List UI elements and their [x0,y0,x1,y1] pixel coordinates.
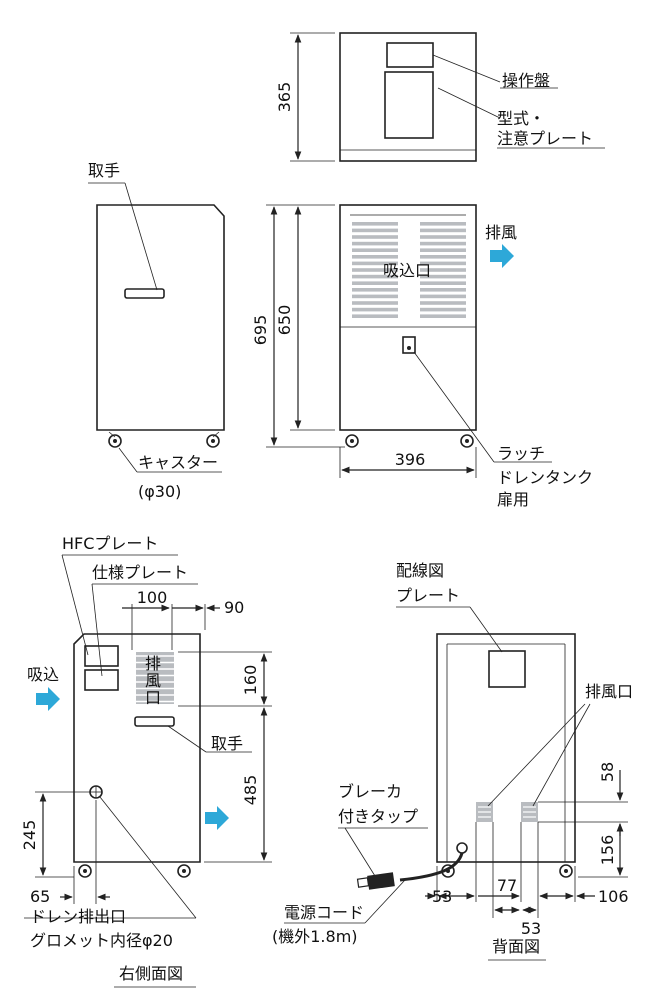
grille-slat [352,255,398,259]
grille-slat [420,307,466,312]
dim-90: 90 [224,598,244,617]
grille-slat [352,235,398,239]
grille-slat [420,301,466,305]
back-view: 配線図 プレート 排風口 ブレーカ 付きタップ 電源コード (機外1.8m) 5… [272,561,633,961]
title-back-view: 背面図 [492,937,540,956]
grille-slat [352,228,398,233]
label-model-plate-2: 注意プレート [497,129,593,148]
control-panel [386,42,434,68]
label-handle-side: 取手 [211,734,243,753]
grille-slat [352,248,398,252]
grille-slat [352,222,398,226]
grille-slat [420,241,466,246]
side-view-small: 取手 キャスター (φ30) [88,161,225,501]
grille-slat [352,261,398,266]
label-latch-2: ドレンタンク [497,468,593,487]
grille-slat [420,255,466,259]
label-cord-2: (機外1.8m) [272,927,358,946]
dim-156: 156 [598,835,617,866]
dim-485: 485 [241,775,260,806]
grille-slat [352,307,398,312]
grille-slat [420,261,466,266]
label-exhaust-v1: 排 [145,654,161,673]
top-view: 365 操作盤 型式・ 注意プレート [275,32,605,162]
exhaust-arrow [490,244,514,268]
dim-650: 650 [275,305,294,336]
grille-slat [352,294,398,299]
label-handle-small: 取手 [88,161,120,180]
dim-58: 58 [598,762,617,782]
label-latch-3: 扉用 [497,490,529,509]
dim-65: 65 [30,887,50,906]
label-latch-1: ラッチ [497,444,545,463]
label-breaker-1: ブレーカ [338,782,402,801]
side-handle [124,288,165,299]
grille-slat [352,314,398,318]
dim-396: 396 [395,450,426,469]
power-cord [399,852,464,882]
dim-53-right: 53 [521,919,541,938]
side-body [96,204,225,431]
grille-slat [420,281,466,285]
exhaust-arrow-side [205,806,229,830]
dim-100: 100 [137,588,168,607]
label-control-panel: 操作盤 [502,71,550,90]
dim-53-left: 53 [432,887,452,906]
grille-slat [352,241,398,246]
label-exhaust-back: 排風口 [585,682,633,701]
grille-slat [352,268,398,272]
right-side-handle [134,716,175,727]
intake-arrow [36,687,60,711]
grille-slat [420,248,466,252]
grille-slat [420,288,466,292]
label-caster-1: キャスター [138,453,218,472]
grille-slat [352,288,398,292]
label-hfc-plate: HFCプレート [62,534,158,553]
label-breaker-2: 付きタップ [338,807,418,826]
model-plate [384,71,434,139]
cord-entry [456,842,468,854]
grille-slat [420,222,466,226]
grille-slat [352,301,398,305]
breaker-tap [367,872,395,890]
front-view: 吸込口 排風 695 650 396 ラッチ ドレンタンク 扉用 [251,204,593,509]
label-intake-side: 吸込 [27,665,59,684]
title-right-side-view: 右側面図 [119,964,183,983]
intake-grille [352,222,466,318]
label-drain-1: ドレン排出口 [30,907,126,926]
label-exhaust: 排風 [485,223,517,242]
dim-106: 106 [598,887,629,906]
dim-160: 160 [241,665,260,696]
grille-slat [420,235,466,239]
label-spec-plate: 仕様プレート [92,563,188,582]
wiring-plate [488,650,526,688]
dim-245: 245 [20,820,39,851]
latch [402,336,416,354]
label-exhaust-v3: 口 [145,688,161,707]
grille-slat [420,268,466,272]
grille-slat [420,228,466,233]
right-side-view: 排 風 口 HFCプレート 仕様プレート 吸込 取手 100 90 [20,534,272,988]
label-intake: 吸込口 [383,261,431,280]
label-model-plate-1: 型式・ [497,109,545,128]
label-exhaust-v2: 風 [145,671,161,690]
label-caster-2: (φ30) [138,482,181,501]
hfc-plate [84,645,119,667]
grille-slat [420,274,466,279]
grille-slat [420,314,466,318]
dim-365: 365 [275,82,294,113]
label-wiring-1: 配線図 [396,561,444,580]
dim-695: 695 [251,315,270,346]
dim-77: 77 [497,876,517,895]
label-drain-2: グロメット内径φ20 [30,931,173,950]
label-wiring-2: プレート [396,586,460,605]
grille-slat [352,281,398,285]
label-cord-1: 電源コード [284,903,364,922]
grille-slat [352,274,398,279]
grille-slat [420,294,466,299]
